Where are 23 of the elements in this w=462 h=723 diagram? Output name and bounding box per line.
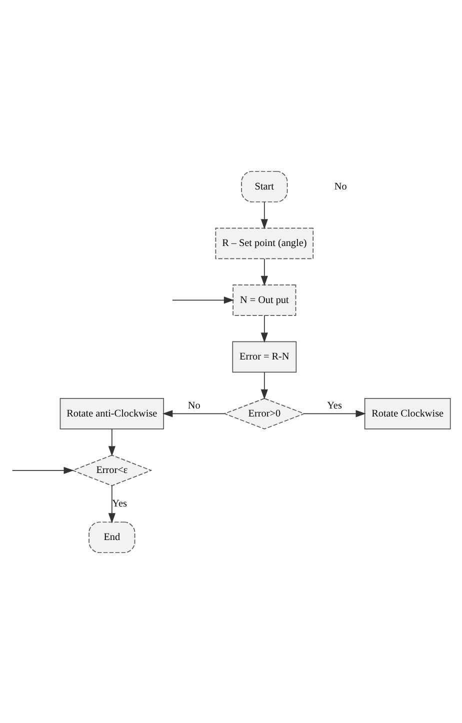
label: No	[334, 180, 347, 192]
arrow	[260, 258, 268, 286]
node-box: Error = R-N	[232, 340, 297, 372]
node-box: Rotate Clockwise	[364, 398, 451, 429]
node-box: Start	[241, 170, 288, 202]
arrow	[108, 484, 116, 523]
node-diamond: Error<ε	[72, 454, 152, 486]
arrow	[260, 314, 268, 342]
arrow	[162, 410, 225, 417]
arrow	[304, 410, 366, 417]
arrow	[12, 466, 74, 474]
edge-label: Yes	[327, 400, 342, 411]
edge-label: Yes	[112, 498, 127, 510]
arrow	[108, 428, 116, 456]
node-box: N = Out put	[232, 284, 296, 316]
arrow	[260, 371, 268, 400]
arrow	[172, 296, 234, 304]
node-box: End	[88, 521, 136, 553]
arrow	[260, 201, 268, 229]
node-box: Rotate anti-Clockwise	[60, 398, 164, 429]
node-diamond: Error>0	[223, 397, 306, 429]
node-box: R – Set point (angle)	[215, 227, 314, 259]
edge-label: No	[188, 400, 200, 411]
